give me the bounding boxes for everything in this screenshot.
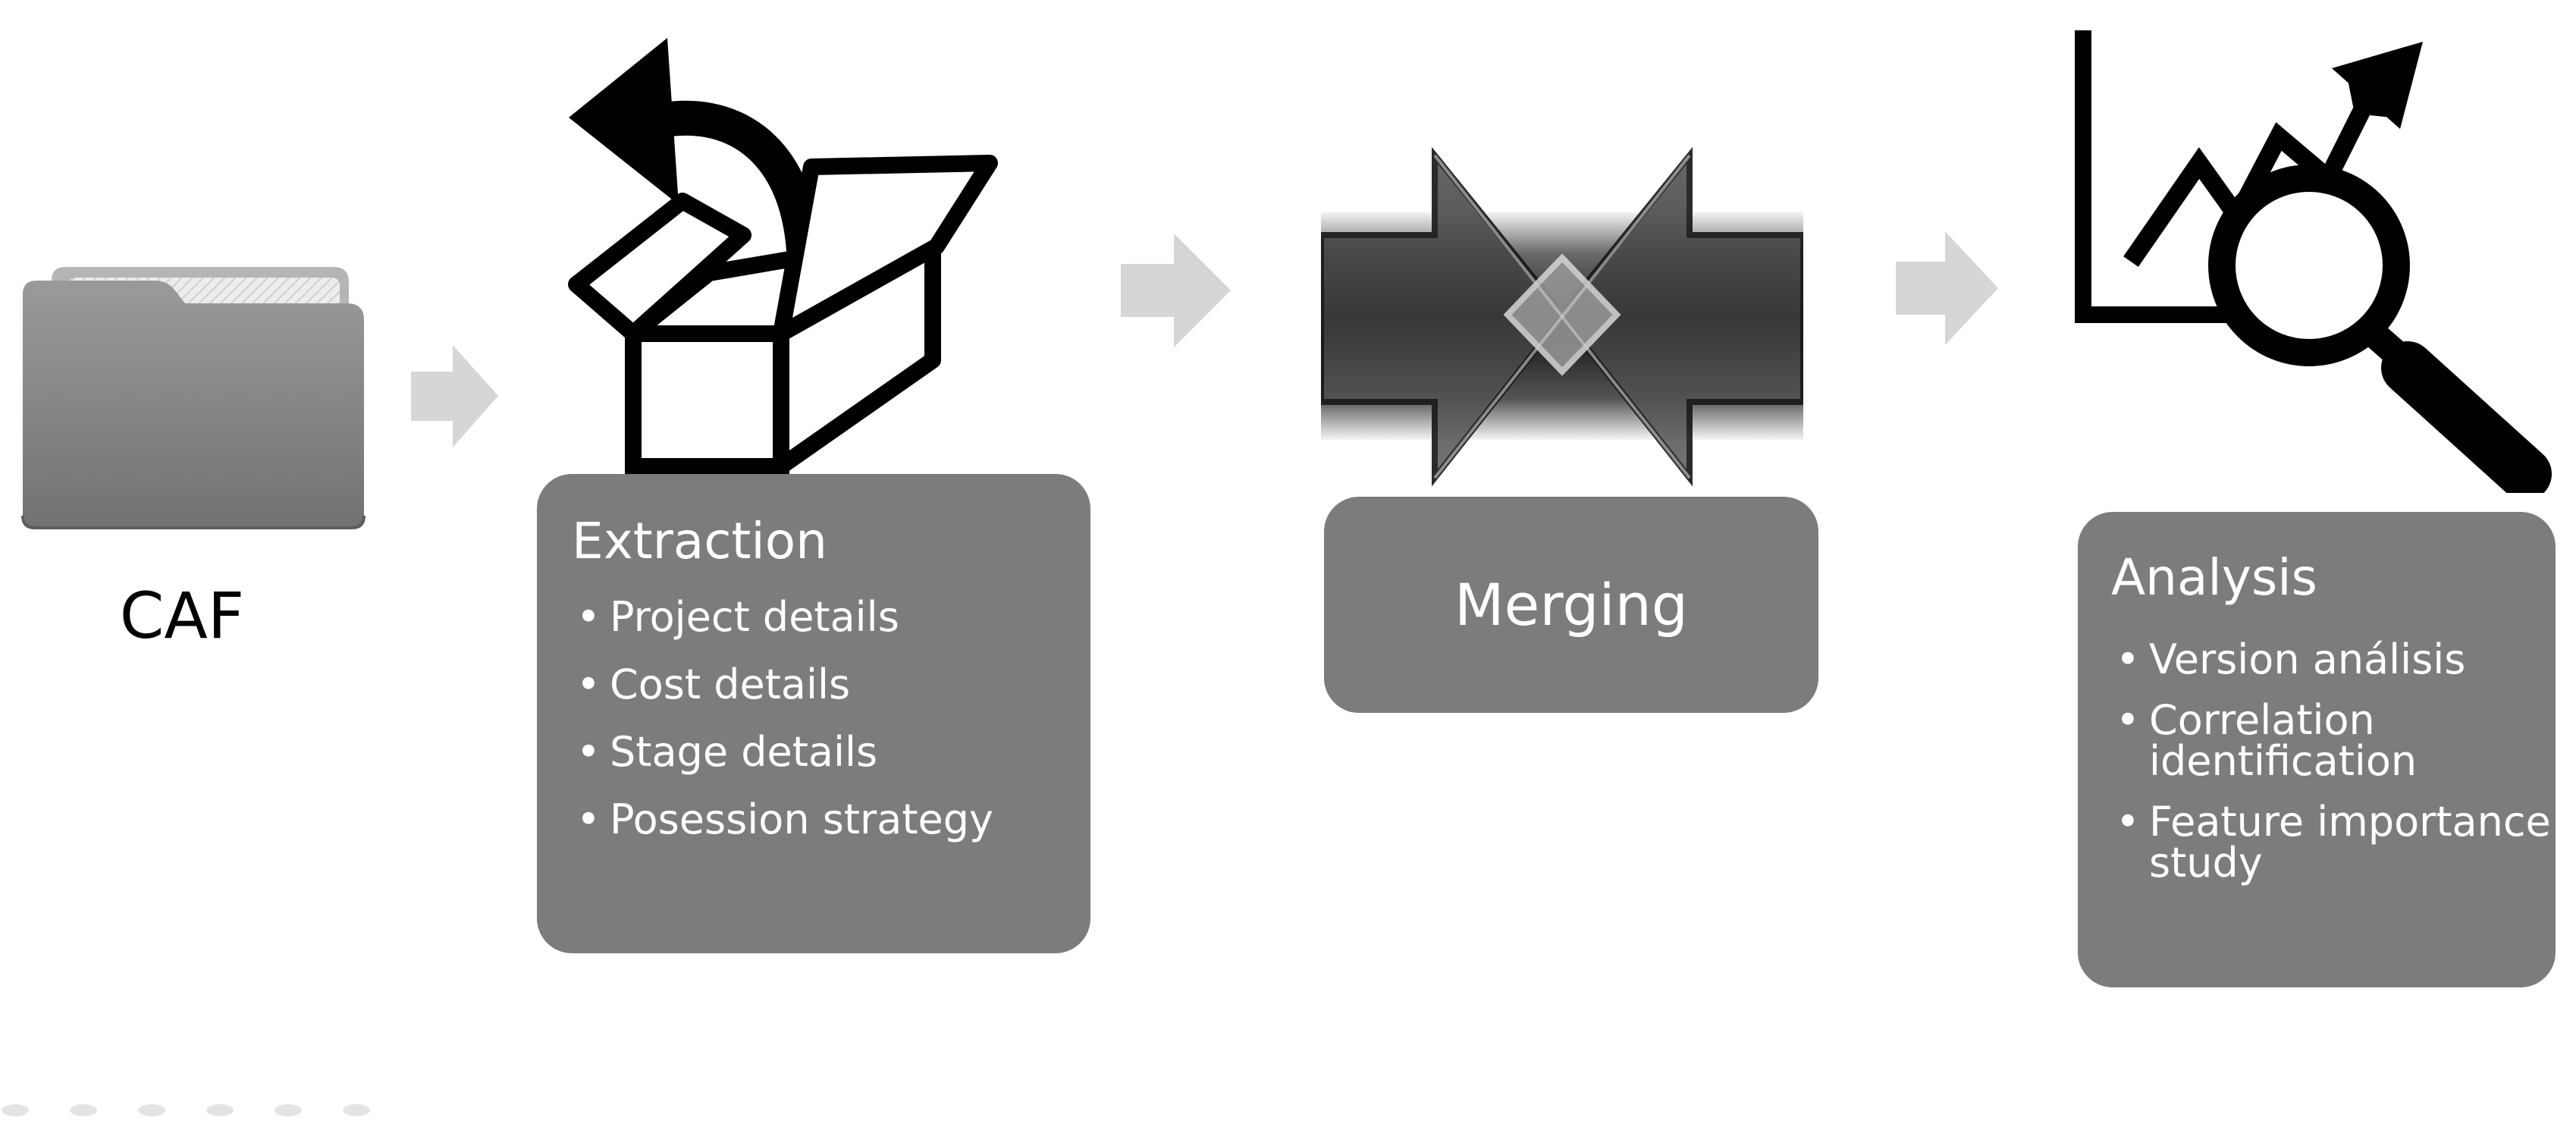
stage-title-extraction: Extraction (572, 512, 827, 570)
source-label: CAF (119, 579, 245, 653)
extraction-list: Project details Cost details Stage detai… (572, 597, 1090, 841)
flow-arrow-1 (411, 345, 498, 447)
list-item: Posession strategy (572, 799, 1090, 841)
list-item: Cost details (572, 664, 1090, 706)
stage-box-merging: Merging (1324, 497, 1818, 713)
flow-arrow-3 (1896, 231, 1998, 345)
merge-arrows-icon (1321, 146, 1803, 487)
list-item: Stage details (572, 732, 1090, 774)
decorative-dots (2, 1104, 370, 1116)
flow-arrow-2 (1121, 234, 1231, 347)
stage-box-analysis: Analysis Version análisis Correlation id… (2078, 512, 2556, 987)
analysis-list: Version análisis Correlation identificat… (2111, 639, 2556, 883)
list-item: Correlation identification (2111, 700, 2475, 782)
list-item: Project details (572, 597, 1090, 639)
stage-box-extraction: Extraction Project details Cost details … (537, 474, 1090, 953)
list-item: Feature importance study (2111, 802, 2574, 883)
open-box-icon (568, 38, 998, 475)
stage-title-merging: Merging (1454, 570, 1688, 639)
folder-icon (21, 267, 366, 529)
chart-magnifier-icon (2075, 30, 2552, 493)
stage-title-analysis: Analysis (2111, 548, 2317, 607)
list-item: Version análisis (2111, 639, 2556, 681)
